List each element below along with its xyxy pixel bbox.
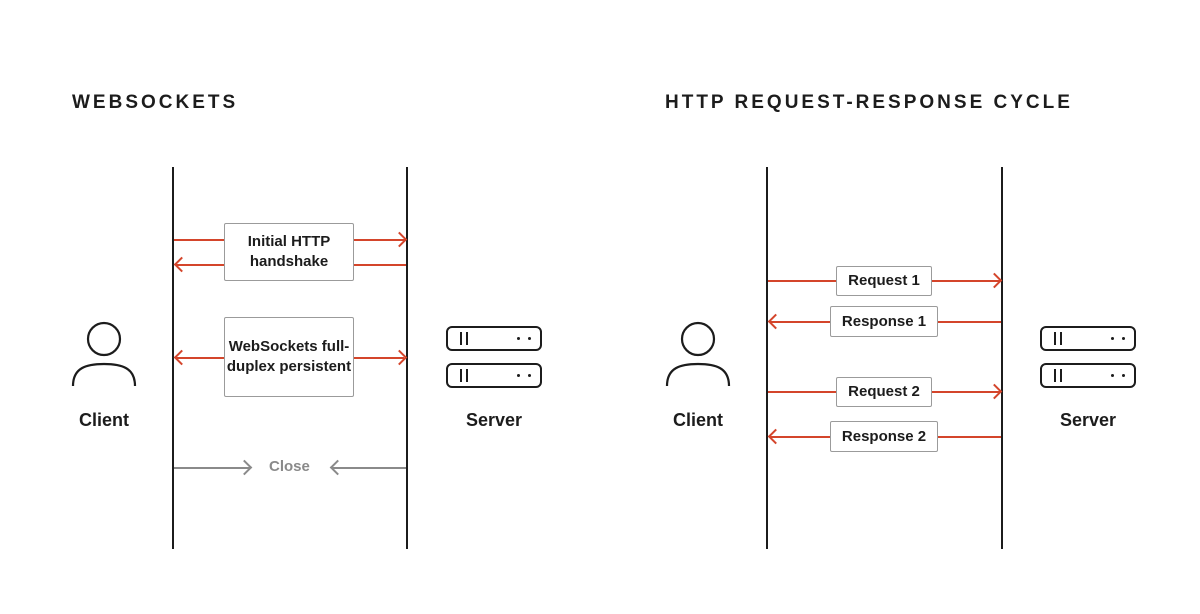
ws-client-lifeline <box>172 167 174 549</box>
http-server-lifeline <box>1001 167 1003 549</box>
ws-full-duplex-box: WebSockets full-duplex persistent <box>224 317 354 397</box>
http-response2-box: Response 2 <box>830 421 938 452</box>
websockets-title: WEBSOCKETS <box>72 92 239 113</box>
http-request2-box: Request 2 <box>836 377 932 407</box>
ws-client-label: Client <box>78 410 129 430</box>
http-client-label: Client <box>672 410 723 430</box>
ws-server-lifeline <box>406 167 408 549</box>
http-client-person-icon <box>665 321 731 387</box>
http-client-lifeline <box>766 167 768 549</box>
ws-close-label: Close <box>269 458 310 475</box>
http-request1-box: Request 1 <box>836 266 932 296</box>
ws-client-person-icon <box>71 321 137 387</box>
http-title: HTTP REQUEST-RESPONSE CYCLE <box>665 92 1073 113</box>
http-response1-box: Response 1 <box>830 306 938 337</box>
ws-server-label: Server <box>465 410 523 430</box>
http-server-label: Server <box>1059 410 1117 430</box>
ws-handshake-box: Initial HTTP handshake <box>224 223 354 281</box>
